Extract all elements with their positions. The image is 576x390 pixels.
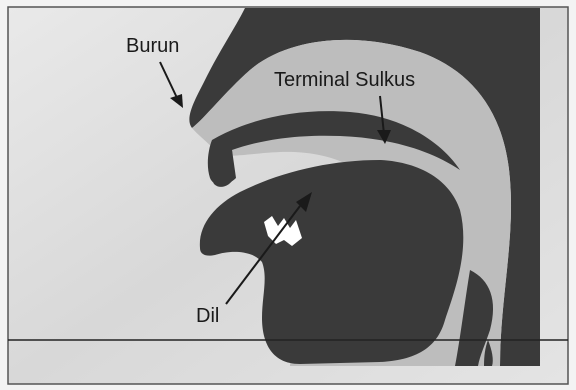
label-terminal-sulcus: Terminal Sulkus — [274, 69, 415, 91]
upper-lip — [209, 145, 234, 187]
label-nose: Burun — [126, 35, 179, 57]
label-tongue: Dil — [196, 305, 219, 327]
